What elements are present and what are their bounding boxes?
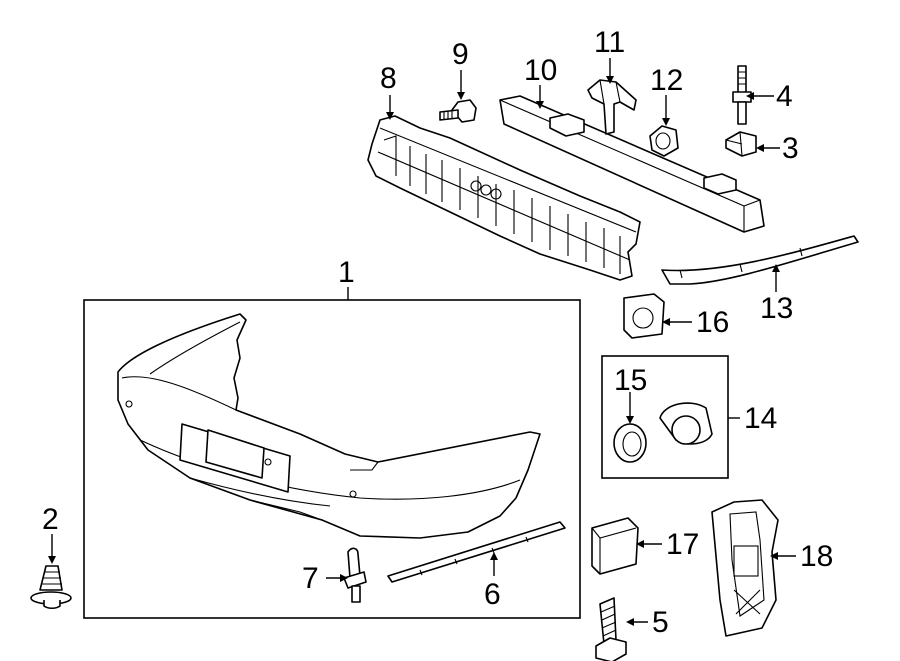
callout-16: 16	[696, 306, 729, 339]
callout-12: 12	[650, 64, 683, 97]
callout-6: 6	[484, 578, 501, 611]
nut[interactable]	[649, 125, 679, 157]
callout-14: 14	[744, 402, 777, 435]
impact-bar[interactable]	[499, 95, 765, 233]
callout-4: 4	[776, 80, 793, 113]
rear-bumper-cover[interactable]	[117, 313, 541, 539]
callout-labels: 1 2 3 4 5 6 7 8 9 10 11 12 13 14 15 16 1…	[42, 26, 833, 639]
bolt[interactable]	[595, 597, 627, 661]
clip[interactable]	[725, 131, 757, 157]
callout-11: 11	[594, 26, 625, 59]
callout-10: 10	[524, 54, 557, 87]
leader-lines	[48, 58, 796, 626]
push-pin[interactable]	[343, 547, 367, 603]
sensor-retainer[interactable]	[613, 423, 647, 463]
park-sensor-group-box	[601, 355, 729, 479]
callout-8: 8	[380, 62, 397, 95]
lower-molding[interactable]	[387, 521, 566, 583]
callout-5: 5	[652, 606, 669, 639]
side-bracket[interactable]	[711, 499, 779, 637]
callout-7: 7	[302, 562, 319, 595]
side-molding[interactable]	[661, 235, 859, 285]
callout-9: 9	[452, 38, 469, 71]
callout-15: 15	[614, 364, 647, 397]
energy-absorber[interactable]	[367, 115, 641, 281]
module[interactable]	[591, 517, 639, 575]
callout-18: 18	[800, 540, 833, 573]
park-sensor[interactable]	[659, 402, 713, 445]
bracket[interactable]	[587, 79, 637, 135]
callout-13: 13	[760, 292, 793, 325]
mount[interactable]	[623, 293, 665, 339]
callout-2: 2	[42, 503, 59, 536]
callout-3: 3	[782, 132, 799, 165]
bumper-cover-group-box	[83, 299, 581, 619]
push-retainer[interactable]	[30, 565, 72, 610]
callout-1: 1	[338, 256, 355, 289]
screw[interactable]	[439, 99, 477, 123]
stud[interactable]	[732, 65, 752, 125]
callout-17: 17	[666, 528, 699, 561]
